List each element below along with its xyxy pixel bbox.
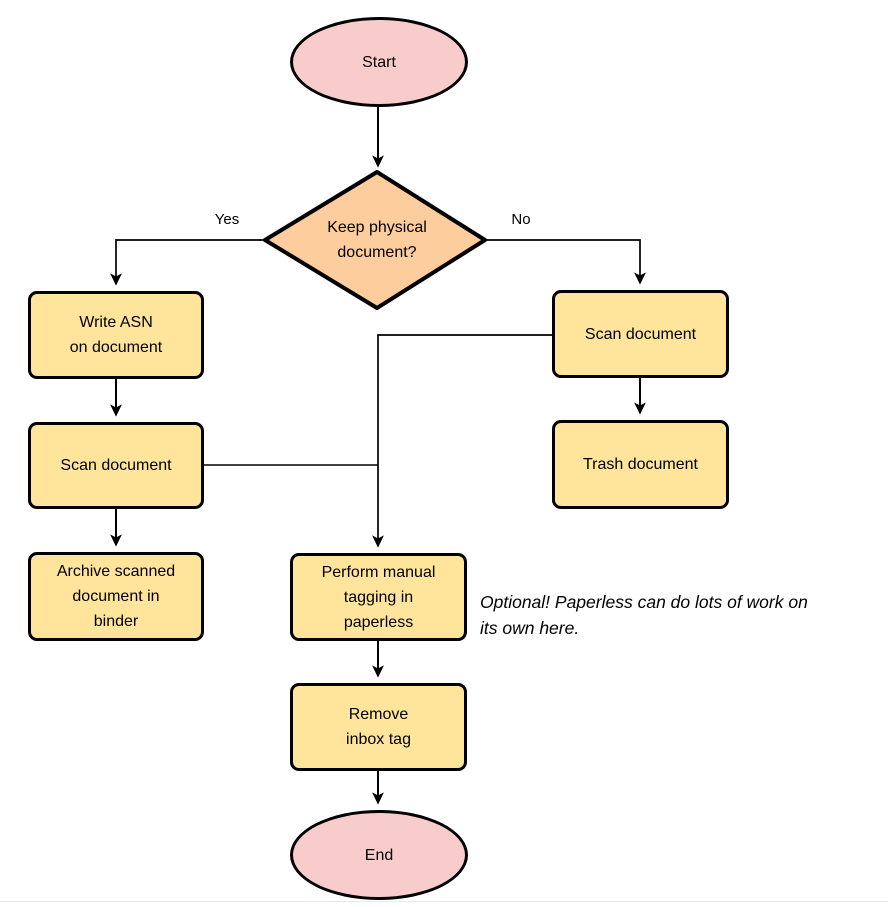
node-tagging-line: Perform manual	[321, 563, 436, 581]
node-trash-label: Trash document	[582, 456, 698, 473]
node-write-asn-line: Write ASN	[79, 314, 153, 331]
node-remove-inbox-line: Remove	[348, 706, 409, 723]
node-remove-inbox: Remove inbox tag	[290, 683, 467, 771]
edge-label-yes: Yes	[214, 211, 240, 228]
node-scan-right: Scan document	[552, 290, 729, 378]
node-remove-inbox-line: inbox tag	[346, 731, 411, 748]
annotation-line: Optional! Paperless can do lots of work …	[480, 592, 808, 612]
node-start-label: Start	[362, 53, 396, 71]
node-decision-line: document?	[337, 244, 417, 261]
node-scan-right-label: Scan document	[584, 325, 697, 343]
node-scan-left-label: Scan document	[60, 457, 172, 474]
node-tagging-line: tagging in	[343, 588, 414, 606]
annotation-note: Optional! Paperless can do lots of work …	[480, 589, 882, 641]
node-archive-line: Archive scanned	[56, 563, 176, 580]
annotation-line: its own here.	[480, 618, 580, 638]
node-tagging: Perform manual tagging in paperless	[290, 553, 467, 641]
edge-decision-no-to-scan-right	[485, 239, 640, 283]
edge-decision-yes-to-write-asn	[116, 239, 265, 284]
decision-diamond-shape	[263, 170, 487, 310]
node-end: End	[290, 810, 468, 900]
node-scan-left: Scan document	[28, 422, 204, 509]
edge-label-no: No	[511, 211, 531, 228]
node-archive-line: document in	[72, 588, 160, 605]
node-end-label: End	[364, 846, 394, 864]
node-tagging-line: paperless	[343, 613, 414, 631]
bottom-border-line	[0, 901, 888, 902]
node-start: Start	[290, 17, 468, 107]
node-write-asn-line: on document	[69, 339, 163, 356]
node-archive: Archive scanned document in binder	[28, 552, 204, 641]
edge-scan-right-to-tagging	[378, 334, 552, 546]
node-archive-line: binder	[93, 613, 139, 630]
node-decision-line: Keep physical	[327, 219, 427, 236]
node-write-asn: Write ASN on document	[28, 291, 204, 379]
node-decision: Keep physical document?	[277, 173, 477, 307]
node-trash: Trash document	[552, 420, 729, 509]
